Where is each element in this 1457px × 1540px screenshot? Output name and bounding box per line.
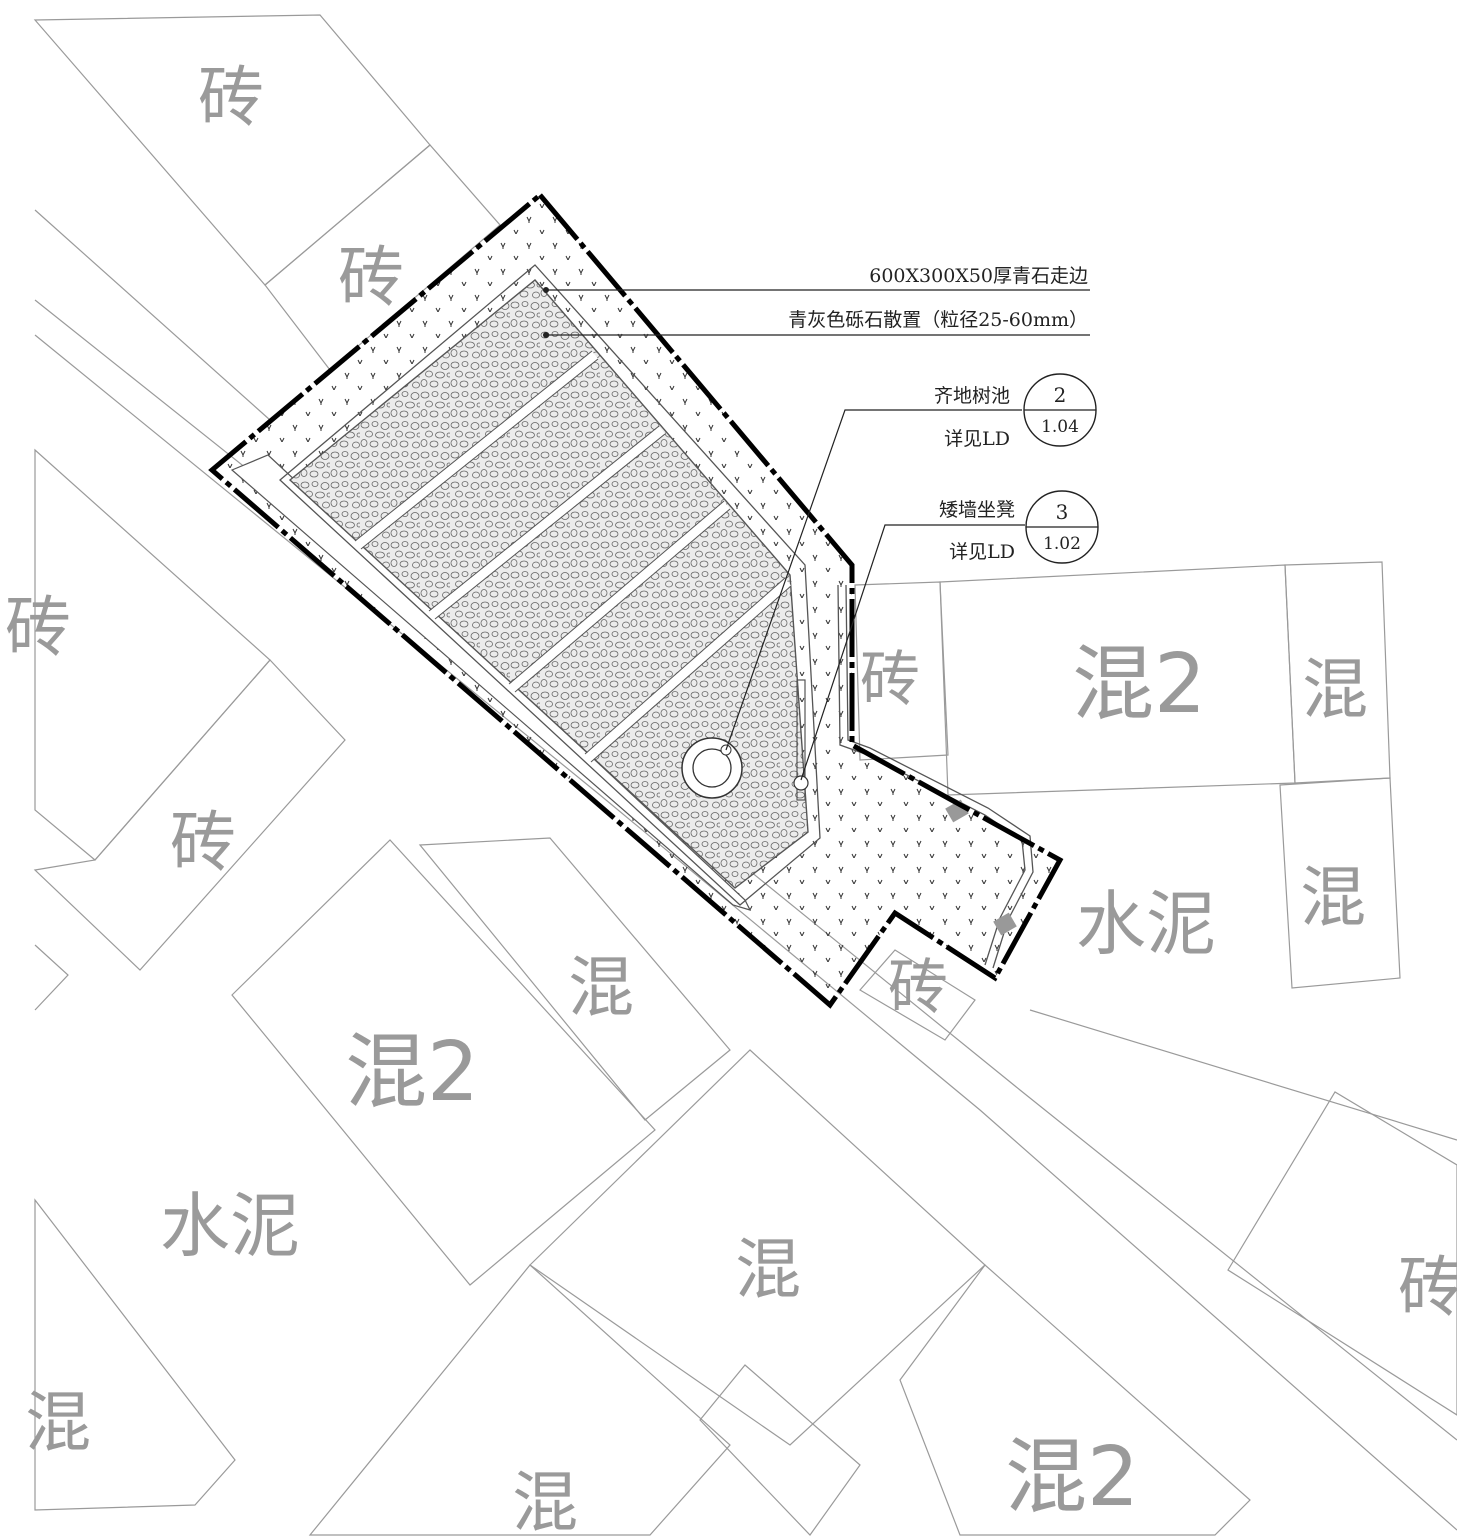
- label-top-brick-1: 砖: [198, 59, 264, 136]
- building-left-1: [34, 209, 271, 421]
- detail-bubble-bench: 3 1.02: [1025, 490, 1099, 564]
- building-labels: 砖 砖 砖 砖 砖 混2 混 混 水泥 砖 混 混2 水泥 混 混 混 混2 砖: [5, 59, 1457, 1540]
- label-right-concrete-end: 混: [1302, 651, 1368, 728]
- note-gravel: 青灰色砾石散置（粒径25-60mm）: [788, 309, 1088, 331]
- label-left-cement: 水泥: [160, 1185, 300, 1267]
- building-lower-3: [308, 1264, 731, 1536]
- note-tree-pit-ref: 详见LD: [944, 428, 1010, 450]
- label-bottom-concrete2: 混2: [1005, 1430, 1139, 1525]
- label-right-cement: 水泥: [1076, 883, 1216, 965]
- building-lower-4: [699, 1364, 861, 1536]
- site-area: [208, 191, 1064, 1009]
- paved-strip: [230, 454, 752, 911]
- leader-lines: [543, 287, 1090, 781]
- building-lower-5: [899, 1264, 1251, 1536]
- building-left-edge: [34, 944, 69, 1011]
- building-mid-1: [418, 837, 731, 1121]
- building-right-4: [1279, 777, 1401, 989]
- label-bottom-brick: 砖: [888, 953, 948, 1023]
- label-lower-concrete: 混: [735, 1231, 801, 1308]
- building-left-3: [33, 659, 346, 971]
- label-right-concrete-lower: 混: [1300, 859, 1366, 936]
- annotations: 600X300X50厚青石走边 青灰色砾石散置（粒径25-60mm） 齐地树池 …: [788, 265, 1088, 563]
- label-mid-concrete: 混: [568, 949, 634, 1026]
- note-tree-pit: 齐地树池: [934, 385, 1010, 407]
- gravel-bed: [288, 279, 809, 889]
- leader-gravel-dot: [543, 332, 549, 338]
- tree-pit-inner: [692, 748, 732, 788]
- label-mid-concrete2: 混2: [345, 1025, 479, 1120]
- detail-bubble-tree-pit: 2 1.04: [1023, 373, 1097, 447]
- building-bottom-small: [859, 949, 976, 1041]
- bubble-number-tree-pit: 2: [1054, 383, 1067, 407]
- building-far-right: [1227, 1091, 1457, 1416]
- label-right-concrete2: 混2: [1072, 637, 1206, 732]
- label-far-right-brick: 砖: [1398, 1249, 1457, 1326]
- road-edge-3: [1029, 1009, 1457, 1141]
- label-left-brick-lower: 砖: [170, 804, 236, 881]
- label-right-brick-small: 砖: [860, 645, 920, 715]
- bubble-number-bench: 3: [1056, 500, 1069, 524]
- edging-outline: [279, 264, 821, 906]
- leader-bench: [800, 524, 1025, 781]
- label-lower-left-concrete: 混: [25, 1384, 91, 1461]
- note-bench-ref: 详见LD: [949, 541, 1015, 563]
- stone-strip-edges: [354, 350, 792, 763]
- bubble-sheet-bench: 1.02: [1043, 534, 1081, 554]
- label-top-brick-2: 砖: [338, 239, 404, 316]
- label-left-brick-partial: 砖: [5, 589, 71, 666]
- note-bench: 矮墙坐凳: [939, 499, 1015, 521]
- building-mid-2: [231, 839, 656, 1286]
- building-lower-2: [34, 1198, 236, 1511]
- bench-leader-end: [793, 775, 809, 791]
- stone-strips: [355, 351, 791, 762]
- leader-edging-dot: [543, 287, 549, 293]
- bubble-sheet-tree-pit: 1.04: [1041, 417, 1079, 437]
- bench-wall-marker: [796, 679, 806, 801]
- building-top-2: [264, 144, 501, 371]
- bench-post-2: [993, 912, 1017, 936]
- context-buildings: [33, 14, 1457, 1536]
- label-bottom-concrete: 混: [512, 1464, 578, 1540]
- leader-tree-pit: [725, 409, 1022, 751]
- note-edging: 600X300X50厚青石走边: [869, 265, 1088, 287]
- building-right-1: [854, 581, 949, 761]
